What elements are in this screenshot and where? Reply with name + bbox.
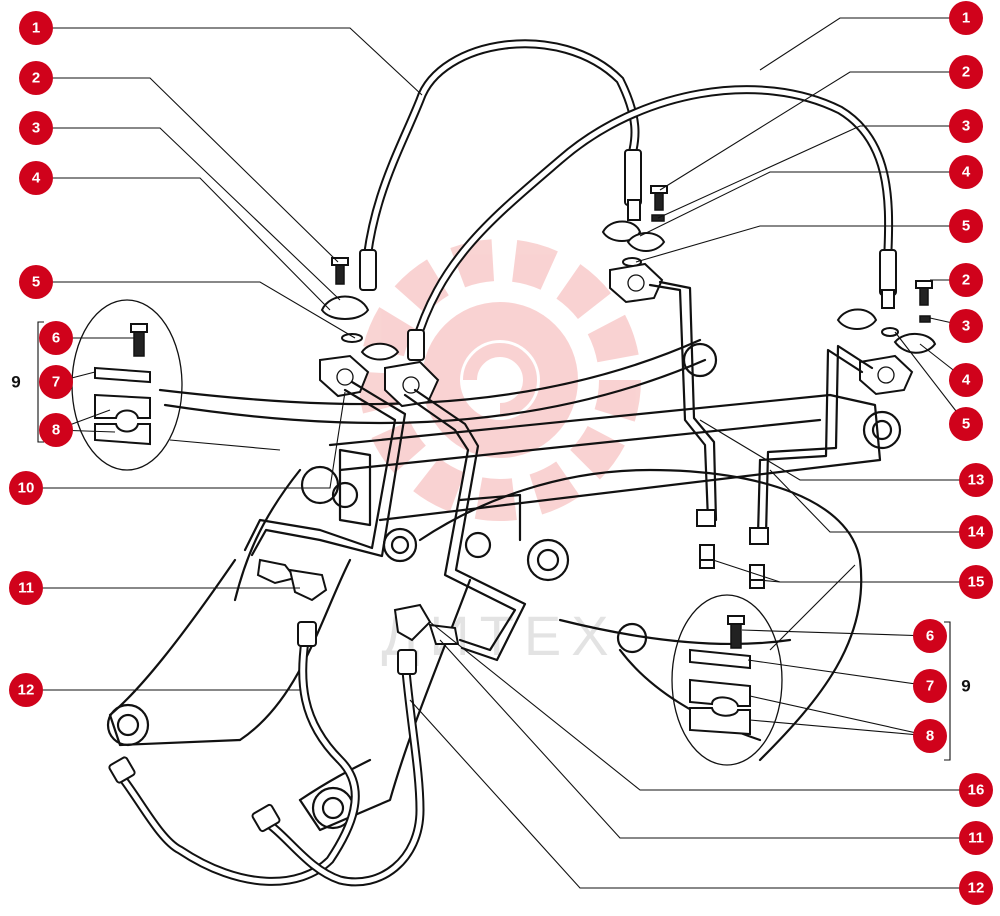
- svg-text:5: 5: [962, 218, 970, 235]
- lower-hoses-12: [108, 621, 425, 887]
- flange-group-right: [601, 185, 937, 396]
- svg-text:11: 11: [968, 830, 984, 847]
- svg-text:2: 2: [962, 272, 970, 289]
- svg-text:4: 4: [962, 372, 971, 389]
- callout-badge: 12: [9, 673, 43, 707]
- callout-badge: 1: [949, 1, 983, 35]
- leader-lines: [36, 17, 967, 889]
- callout-badge: 12: [959, 871, 993, 905]
- callout-badge: 7: [913, 669, 947, 703]
- callout-badge: 3: [949, 309, 983, 343]
- hose-1-right: [407, 85, 897, 361]
- hose-1-left: [359, 39, 642, 291]
- svg-text:6: 6: [926, 628, 934, 645]
- callout-badge: 3: [949, 109, 983, 143]
- steel-tubes: [243, 280, 874, 662]
- svg-text:1: 1: [962, 10, 970, 27]
- svg-text:7: 7: [926, 678, 934, 695]
- svg-text:3: 3: [962, 118, 970, 135]
- svg-text:3: 3: [32, 120, 40, 137]
- group-bracket-left: [37, 321, 44, 443]
- svg-text:5: 5: [962, 416, 970, 433]
- svg-text:12: 12: [18, 682, 35, 699]
- svg-text:4: 4: [962, 164, 971, 181]
- callout-badge: 4: [19, 161, 53, 195]
- svg-text:8: 8: [52, 422, 60, 439]
- callout-badge: 15: [959, 565, 993, 599]
- group-label-right: 9: [961, 677, 970, 696]
- svg-text:13: 13: [968, 472, 985, 489]
- callout-badge: 14: [959, 515, 993, 549]
- callout-badge: 8: [39, 413, 73, 447]
- callout-badge: 1: [19, 11, 53, 45]
- svg-text:2: 2: [962, 64, 970, 81]
- svg-text:1: 1: [32, 20, 40, 37]
- callout-badge: 16: [959, 773, 993, 807]
- callout-badge: 11: [959, 821, 993, 855]
- svg-text:15: 15: [968, 574, 985, 591]
- group-bracket-right: [944, 621, 951, 761]
- svg-text:16: 16: [968, 782, 985, 799]
- callout-badge: 4: [949, 155, 983, 189]
- callout-badge: 11: [9, 571, 43, 605]
- clamp-detail-right: [671, 594, 783, 766]
- callout-badge: 5: [949, 209, 983, 243]
- svg-text:2: 2: [32, 70, 40, 87]
- callout-badges: 1 2 3 4 5 6 7 8 10 11 12 1 2 3 4 5 2 3 4…: [9, 1, 993, 905]
- callout-badge: 2: [19, 61, 53, 95]
- callout-badge: 2: [949, 55, 983, 89]
- flange-group-left: [319, 257, 440, 408]
- callout-badge: 13: [959, 463, 993, 497]
- svg-text:11: 11: [18, 580, 34, 597]
- svg-text:5: 5: [32, 274, 40, 291]
- elbow-fittings: [256, 558, 460, 645]
- svg-text:7: 7: [52, 374, 60, 391]
- svg-text:14: 14: [968, 524, 985, 541]
- clamp-detail-left: [71, 299, 183, 471]
- svg-text:6: 6: [52, 330, 60, 347]
- callout-badge: 5: [19, 265, 53, 299]
- callout-badge: 2: [949, 263, 983, 297]
- callout-badge: 5: [949, 407, 983, 441]
- callout-badge: 6: [913, 619, 947, 653]
- callout-badge: 7: [39, 365, 73, 399]
- callout-badge: 3: [19, 111, 53, 145]
- callout-badge: 10: [9, 471, 43, 505]
- callout-badge: 4: [949, 363, 983, 397]
- svg-text:8: 8: [926, 728, 934, 745]
- callout-badge: 6: [39, 321, 73, 355]
- svg-text:3: 3: [962, 318, 970, 335]
- callout-badge: 8: [913, 719, 947, 753]
- svg-text:10: 10: [18, 480, 35, 497]
- svg-text:4: 4: [32, 170, 41, 187]
- group-label-left: 9: [11, 373, 20, 392]
- svg-text:12: 12: [968, 880, 985, 897]
